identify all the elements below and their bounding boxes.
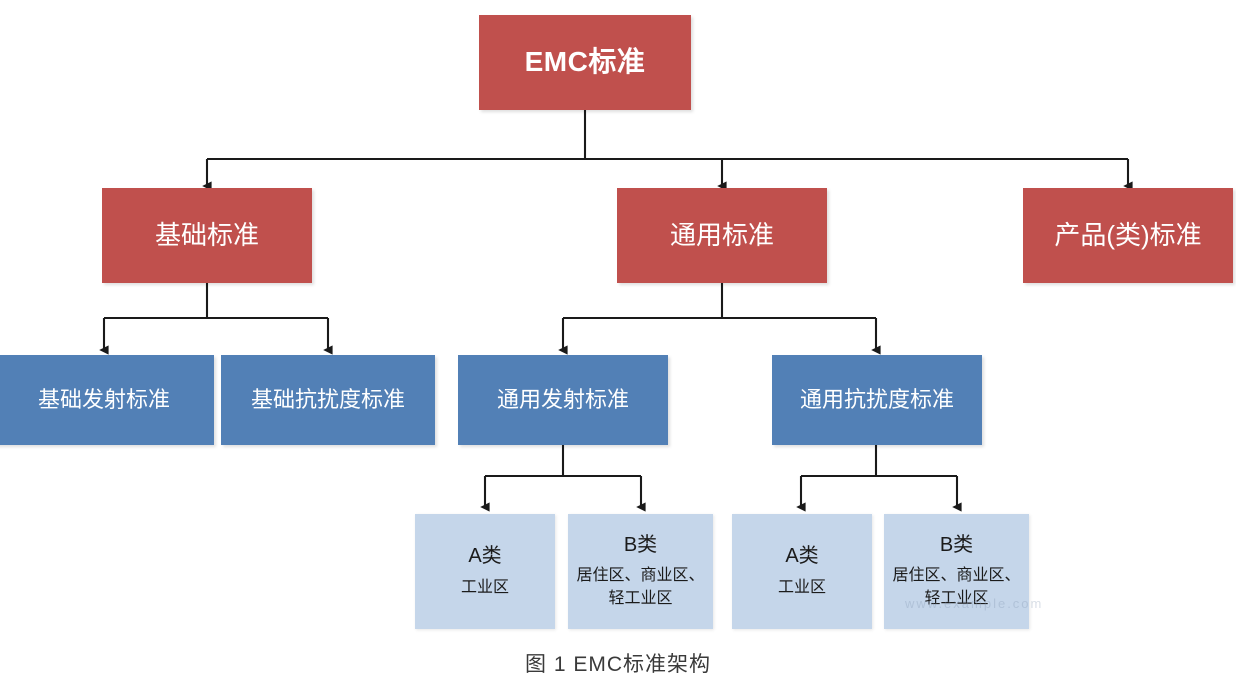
node-basic-immunity-standard[interactable]: 基础抗扰度标准 (221, 355, 435, 445)
node-product-standard[interactable]: 产品(类)标准 (1023, 188, 1233, 283)
node-label: 基础发射标准 (37, 386, 170, 412)
node-class-b-generic-immunity[interactable]: B类 居住区、商业区、轻工业区 (884, 514, 1029, 629)
node-title: A类 (785, 545, 819, 568)
node-generic-immunity-standard[interactable]: 通用抗扰度标准 (772, 355, 982, 445)
watermark: www.example.com (905, 596, 1044, 611)
node-subtitle: 居住区、商业区、轻工业区 (892, 567, 1021, 608)
node-title: B类 (623, 533, 658, 556)
node-label: 基础抗扰度标准 (250, 386, 405, 412)
node-class-a-generic-emission[interactable]: A类 工业区 (415, 514, 555, 629)
node-basic-emission-standard[interactable]: 基础发射标准 (0, 355, 214, 445)
node-class-a-generic-immunity[interactable]: A类 工业区 (732, 514, 872, 629)
node-subtitle: 工业区 (777, 578, 826, 596)
figure-caption: 图 1 EMC标准架构 (524, 653, 711, 676)
node-label: 通用标准 (669, 219, 774, 250)
node-title: A类 (468, 545, 502, 568)
node-generic-emission-standard[interactable]: 通用发射标准 (458, 355, 668, 445)
node-subtitle: 居住区、商业区、轻工业区 (576, 567, 705, 608)
node-basic-standard[interactable]: 基础标准 (102, 188, 312, 283)
node-class-b-generic-emission[interactable]: B类 居住区、商业区、轻工业区 (568, 514, 713, 629)
node-title: B类 (939, 533, 974, 556)
node-label: 基础标准 (154, 219, 259, 250)
node-label: 通用发射标准 (496, 386, 629, 412)
node-label: 产品(类)标准 (1054, 219, 1202, 250)
node-label: EMC标准 (524, 46, 646, 78)
node-generic-standard[interactable]: 通用标准 (617, 188, 827, 283)
node-subtitle: 工业区 (460, 578, 509, 596)
node-label: 通用抗扰度标准 (799, 386, 954, 412)
node-emc-standard[interactable]: EMC标准 (479, 15, 691, 110)
